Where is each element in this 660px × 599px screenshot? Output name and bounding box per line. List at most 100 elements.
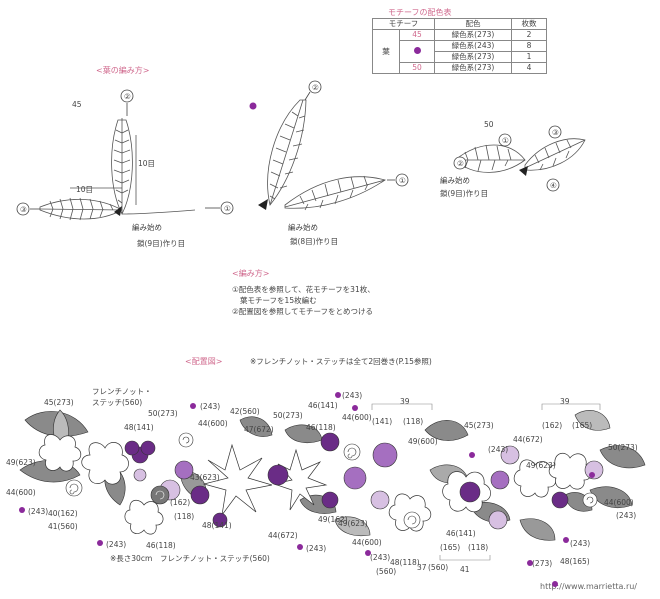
instruction-line: ②配置図を参照してモチーフをとめつける [232, 307, 374, 316]
rows-label: 10目 [76, 185, 94, 194]
label: 42(560) [230, 407, 260, 416]
label: 39 [560, 397, 570, 406]
length-note: ※長さ30cm [110, 554, 153, 563]
french-knot-dots [19, 392, 595, 587]
label: (118) [403, 417, 423, 426]
label: 44(600) [604, 498, 634, 507]
label: (118) [174, 512, 194, 521]
label: 46(141) [308, 401, 338, 410]
label: (118) [468, 543, 488, 552]
leaf-diagram-50 [454, 138, 586, 173]
label: (243) [570, 539, 590, 548]
label: (165) [440, 543, 460, 552]
circle-2-label: ② [457, 159, 464, 168]
label: (243) [616, 511, 636, 520]
watermark: http://www.marrietta.ru/ [540, 582, 637, 591]
leaf-diagram-title: <葉の編み方> [96, 66, 150, 75]
label: 44(600) [342, 413, 372, 422]
spiral-roses [65, 432, 598, 529]
circle-marker [16, 89, 234, 216]
label: 44(672) [513, 435, 543, 444]
label: (560) [428, 563, 448, 572]
chain-label: 鎖(9目)作り目 [440, 189, 489, 198]
instruction-line: 葉モチーフを15枚編む [240, 296, 317, 305]
label: (162) [542, 421, 562, 430]
label: 49(162) [318, 515, 348, 524]
label: 49(623) [338, 519, 368, 528]
label: 48(141) [202, 521, 232, 530]
table-type-leaf: 葉 [372, 29, 400, 74]
label: 45(273) [44, 398, 74, 407]
label: 46(141) [446, 529, 476, 538]
label: 48(165) [560, 557, 590, 566]
label: 39 [400, 397, 410, 406]
label: (141) [372, 417, 392, 426]
label: (243) [488, 445, 508, 454]
circle-2-label: ② [124, 92, 131, 101]
label: 50(273) [608, 443, 638, 452]
label: 50(273) [148, 409, 178, 418]
color-table: モチーフ 配色 枚数 葉 45 緑色系(273) 2 緑色系(243) 8 緑色… [372, 18, 547, 74]
layout-title: <配置図> [185, 357, 223, 366]
bracket-lines [371, 403, 601, 561]
label: (243) [370, 553, 390, 562]
label: 40(162) [48, 509, 78, 518]
label: 44(600) [352, 538, 382, 547]
purple-marker [249, 102, 257, 110]
layout-note: ※フレンチノット・ステッチは全て2回巻き(P.15参照) [250, 357, 432, 366]
label: 46(118) [146, 541, 176, 550]
label: (560) [376, 567, 396, 576]
label: (243) [342, 391, 362, 400]
label: (243) [106, 540, 126, 549]
instruction-line: ①配色表を参照して、花モチーフを31枚、 [232, 285, 375, 294]
label: 49(623) [526, 461, 556, 470]
label: 45(273) [464, 421, 494, 430]
motif-number-50: 50 [484, 120, 494, 129]
label: 44(672) [268, 531, 298, 540]
label: 48(118) [390, 558, 420, 567]
leaf-diagram-45 [39, 118, 196, 221]
label: 46(118) [306, 423, 336, 432]
circle-1-label: ① [399, 176, 406, 185]
label: 41 [460, 565, 470, 574]
white-flowers [38, 434, 593, 535]
layout-labels: 45(273) 50(273) 48(141) (243) 44(600) 42… [6, 391, 638, 576]
start-label: 編み始め [440, 176, 470, 185]
leaf-diagram-middle [267, 99, 386, 211]
label: 44(600) [6, 488, 36, 497]
label: 50(273) [273, 411, 303, 420]
label: 49(600) [408, 437, 438, 446]
chain-label: 鎖(8目)作り目 [290, 237, 339, 246]
label: (243) [28, 507, 48, 516]
color-table-title: モチーフの配色表 [388, 8, 452, 17]
label: (165) [572, 421, 592, 430]
label: (162) [170, 498, 190, 507]
label: 47(672) [244, 425, 274, 434]
circle-1-label: ① [224, 204, 231, 213]
label: 44(600) [198, 419, 228, 428]
start-label: 編み始め [132, 223, 162, 232]
circle-3-label: ③ [20, 205, 27, 214]
motif-number-45: 45 [72, 100, 82, 109]
label: 49(623) [6, 458, 36, 467]
start-label: 編み始め [288, 223, 318, 232]
label: 37 [417, 563, 427, 572]
label: (243) [200, 402, 220, 411]
label: 43(623) [190, 473, 220, 482]
label: (273) [532, 559, 552, 568]
chain-label: 鎖(9目)作り目 [137, 239, 186, 248]
circle-1-label: ① [502, 136, 509, 145]
circle-2-label: ② [312, 83, 319, 92]
purple-flowers [124, 432, 604, 530]
label: 41(560) [48, 522, 78, 531]
table-cell-count: 4 [511, 62, 547, 74]
french-knot-label-bottom: フレンチノット・ステッチ(560) [160, 554, 270, 563]
circle-3-label: ③ [552, 128, 559, 137]
rows-label: 10目 [138, 159, 156, 168]
circle-4-label: ④ [550, 181, 557, 190]
instructions-title: <編み方> [232, 269, 270, 278]
label: 48(141) [124, 423, 154, 432]
french-knot-label-top: フレンチノット・ステッチ(560) [92, 387, 152, 407]
label: (243) [306, 544, 326, 553]
